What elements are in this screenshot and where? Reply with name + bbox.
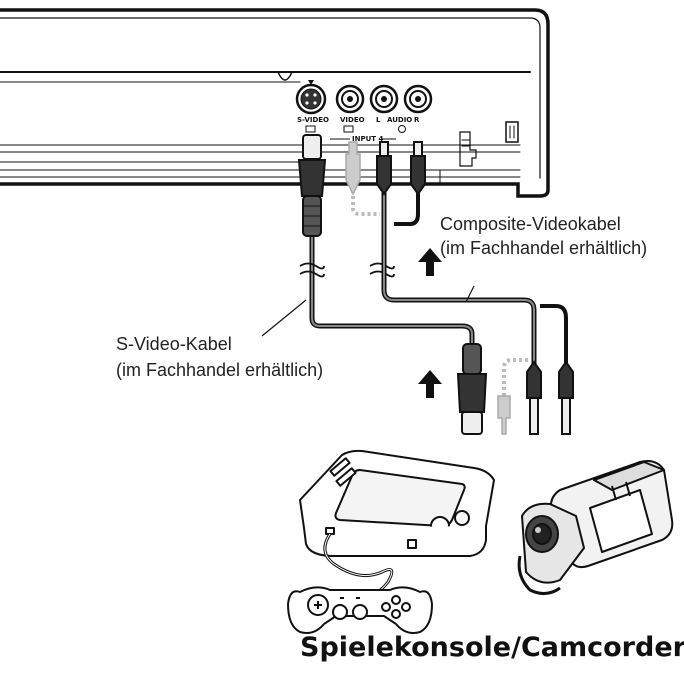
arrow-up-icon xyxy=(418,248,442,276)
arrow-up-icon xyxy=(418,370,442,398)
port-label-svideo: S-VIDEO xyxy=(297,116,329,124)
composite-video-cable xyxy=(345,141,530,435)
port-label-audio-r: R xyxy=(414,116,420,124)
svideo-cable-label-line1: S-Video-Kabel xyxy=(116,334,232,354)
port-label-video: VIDEO xyxy=(340,116,365,124)
svideo-leader-line xyxy=(261,299,307,337)
rca-jack-icon xyxy=(403,84,433,114)
svideo-cable-label-line2: (im Fachhandel erhältlich) xyxy=(116,360,324,380)
game-console-icon xyxy=(299,449,495,557)
cable-break-marks xyxy=(299,262,395,278)
svideo-cable xyxy=(297,134,488,435)
recorder-rear-panel xyxy=(0,8,550,198)
composite-cable-label-line2: (im Fachhandel erhältlich) xyxy=(440,238,648,258)
port-label-audio: AUDIO xyxy=(387,116,412,124)
input-symbol-icons xyxy=(305,125,406,140)
gamepad-icon xyxy=(286,586,434,634)
port-label-audio-l: L xyxy=(376,116,381,124)
port-label-input: INPUT 4 xyxy=(352,135,383,143)
composite-cable-label-line1: Composite-Videokabel xyxy=(440,214,621,234)
svideo-jack-icon xyxy=(295,80,327,115)
audio-cable xyxy=(376,141,574,435)
camcorder-icon xyxy=(517,460,674,595)
rca-jack-icon xyxy=(335,84,365,114)
device-caption: Spielekonsole/Camcorder xyxy=(300,632,684,663)
rca-jack-icon xyxy=(369,84,399,114)
composite-leader-line xyxy=(465,285,475,303)
